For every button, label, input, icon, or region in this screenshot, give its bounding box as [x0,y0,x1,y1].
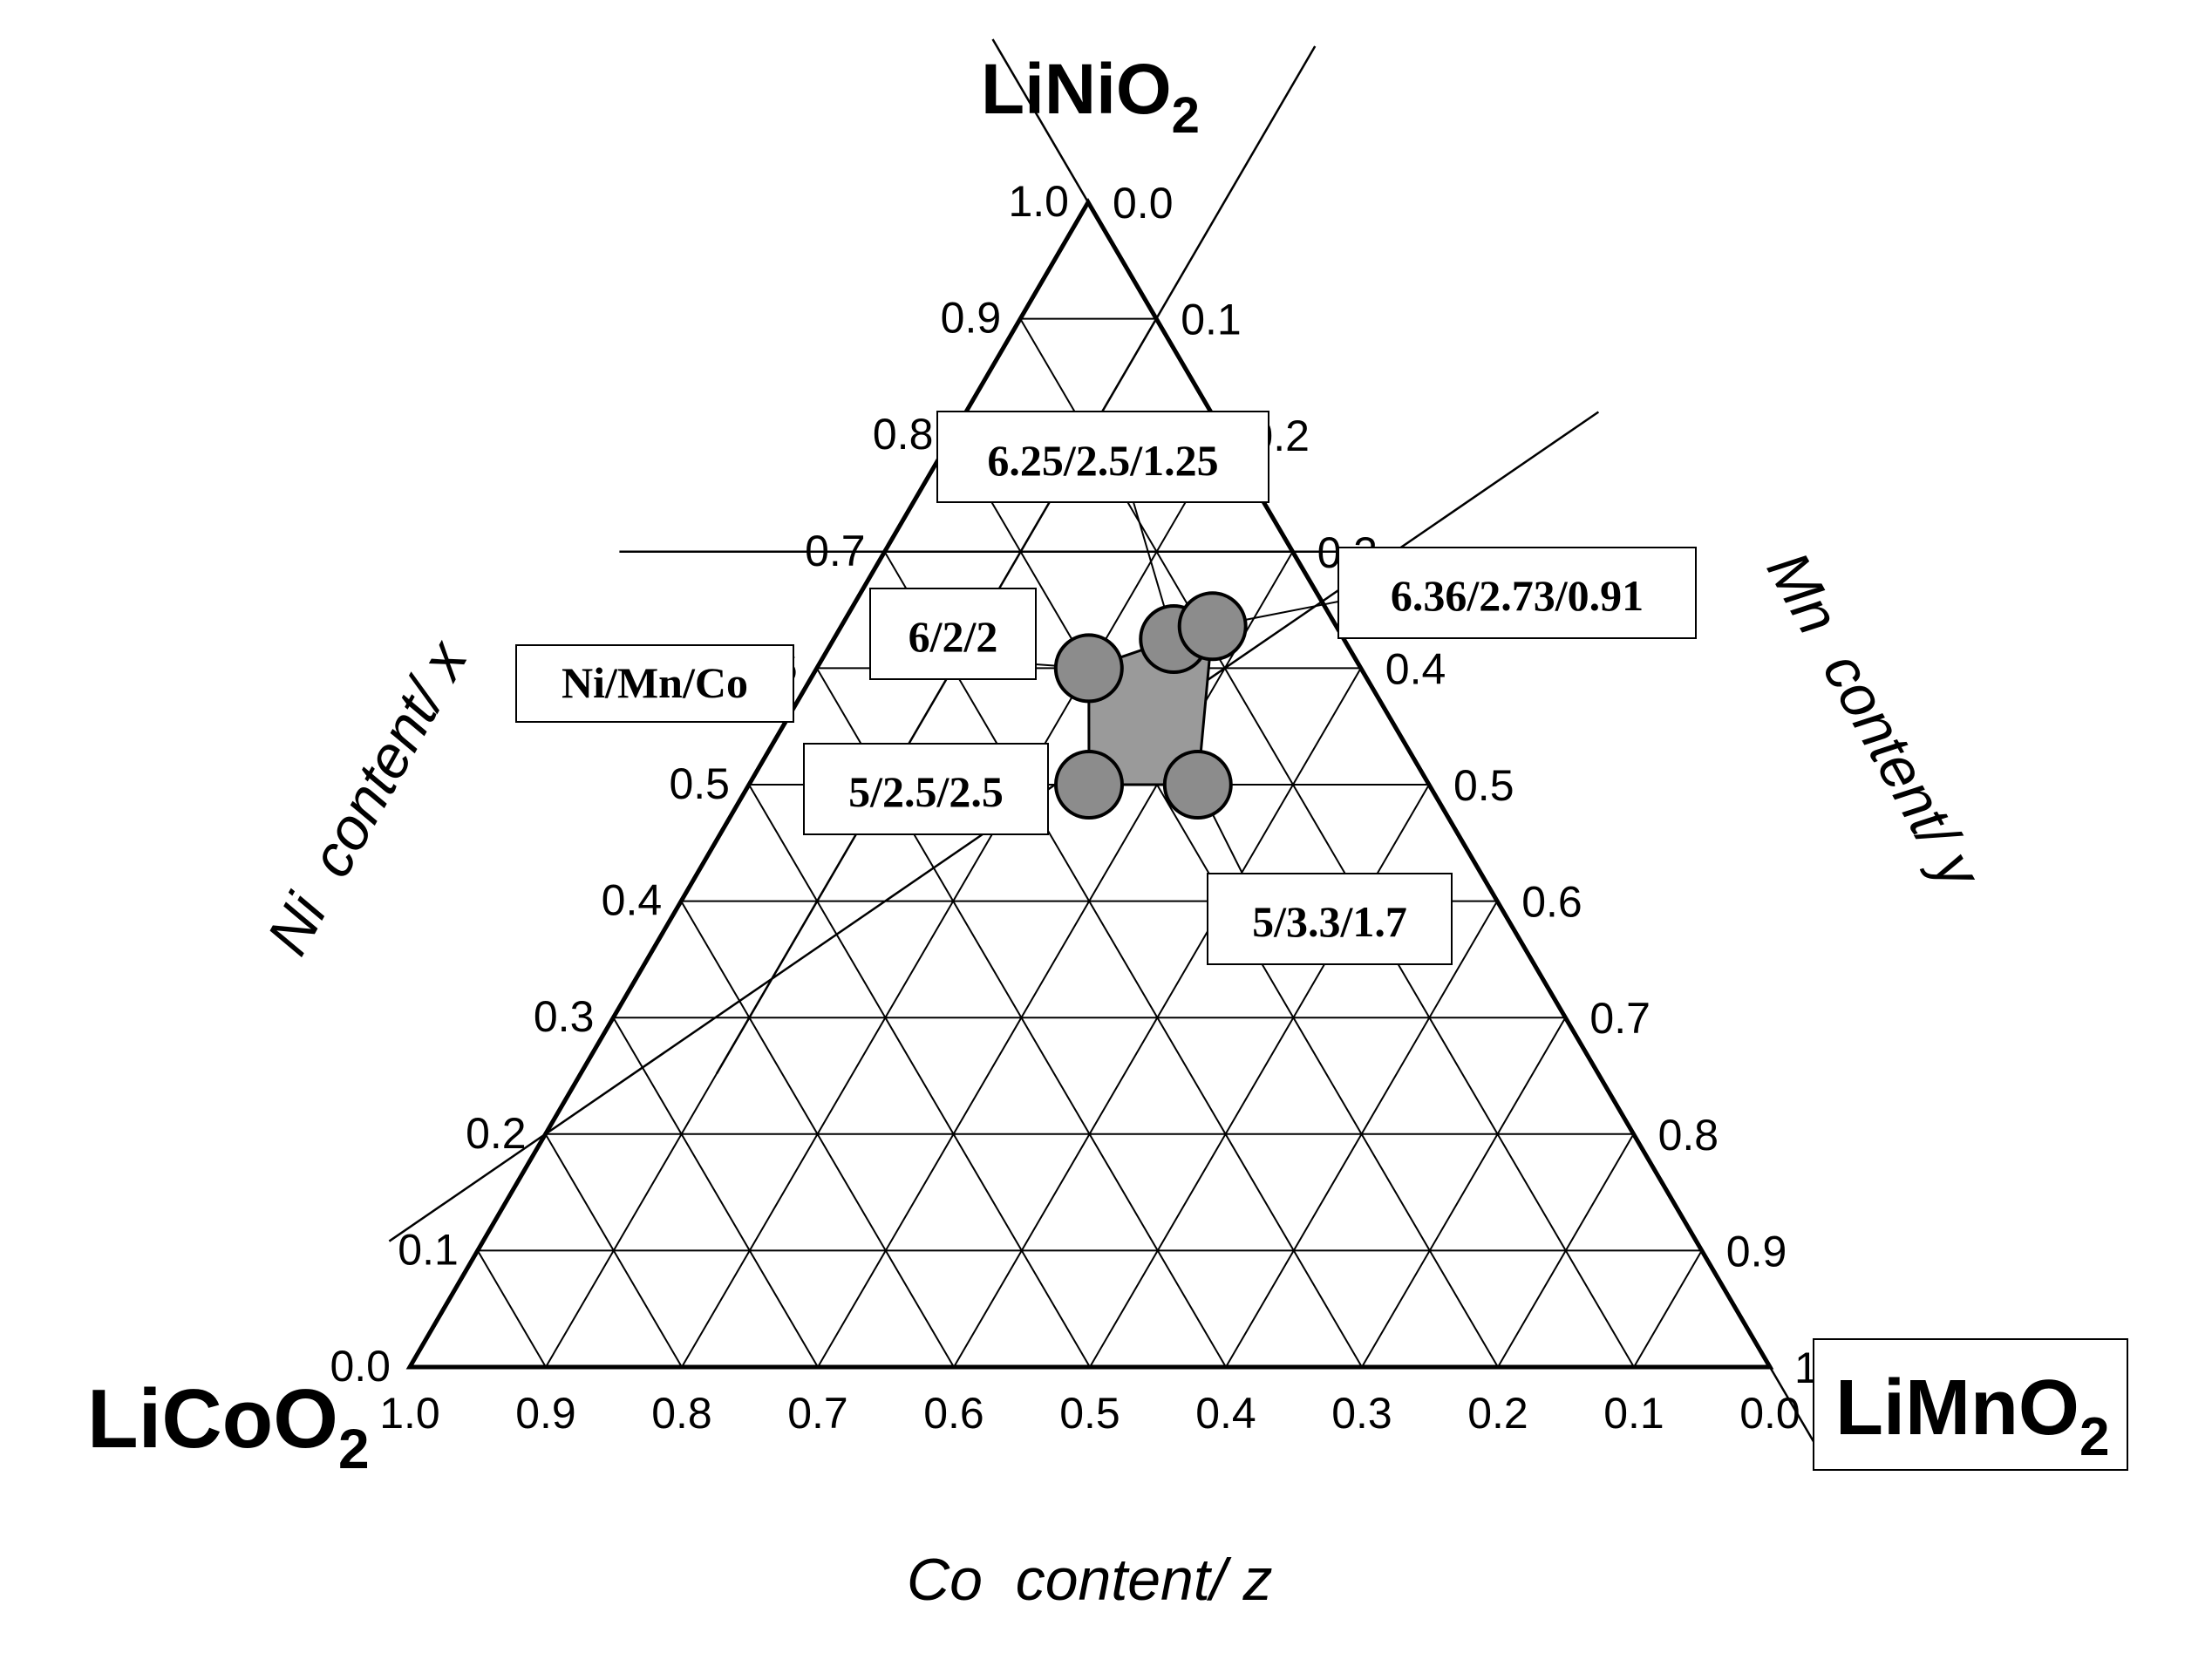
grid-line-co [883,551,1363,1368]
mn-tick-label: 0.8 [1658,1111,1719,1160]
composition-label-box [936,411,1269,503]
co-tick-label: 0.6 [923,1389,984,1438]
vertex-box-limno2 [1813,1338,2128,1471]
grid-line-co [612,1017,819,1368]
co-axis-title: Co content/ z [907,1547,1273,1613]
composition-marker [1162,750,1233,820]
triangle-outline [405,198,1774,1370]
mn-tick-label: 0.6 [1521,878,1582,927]
ni-tick-label: 1.0 [1008,177,1069,226]
mn-tick-label: 0.4 [1385,644,1446,693]
mn-axis-title: Mn content/ y [1754,541,1994,901]
grid-line-co [544,1133,683,1368]
ni-tick-label: 0.5 [669,759,730,808]
reference-line-mn-0.1 [715,45,1317,1074]
ni-tick-label: 0.1 [398,1225,459,1274]
mn-tick-label: 0.7 [1589,994,1650,1043]
co-tick-label: 0.8 [651,1389,712,1438]
co-tick-label: 0.4 [1195,1389,1256,1438]
composition-marker [1053,633,1124,704]
grid-line-mn [1089,784,1430,1368]
composition-label: 6.25/2.5/1.25 [987,436,1218,485]
co-tick-label: 0.2 [1467,1389,1528,1438]
vertex-label-limno2: LiMnO2 [1835,1364,2109,1467]
co-tick-label: 0.0 [1739,1389,1800,1438]
grid-line-co [748,784,1091,1368]
composition-label: 5/2.5/2.5 [848,767,1004,816]
composition-marker [1177,591,1248,662]
mn-tick-label: 0.0 [1113,179,1174,228]
composition-label-box [803,743,1049,835]
vertex-label-licoo2: LiCoO2 [87,1372,370,1480]
composition-marker [1054,750,1124,820]
co-tick-label: 0.9 [515,1389,576,1438]
ni-tick-label: 0.0 [330,1342,391,1391]
ni-tick-label: 0.9 [941,294,1002,343]
composition-label-box [1207,873,1453,965]
ni-axis-title: Ni content/ x [255,629,481,966]
grid-line-co [680,901,955,1368]
composition-label-boxes: 6.25/2.5/1.25 6.36/2.73/0.91 6/2/2 5/2.5/2.… [803,411,1697,965]
composition-label-box [1337,547,1697,639]
grid-line-mn [817,551,1294,1368]
co-tick-label: 0.3 [1331,1389,1392,1438]
composition-label: 6/2/2 [909,612,998,661]
composition-label: 5/3.3/1.7 [1252,897,1407,946]
co-tick-label: 0.7 [787,1389,848,1438]
ni-tick-label: 0.3 [534,992,595,1041]
composition-markers [1053,591,1248,820]
vertex-label-linio2: LiNiO2 [981,50,1200,144]
legend-box-label: Ni/Mn/Co [562,658,748,707]
ni-tick-label: 0.8 [873,410,934,459]
grid-line-mn [1225,901,1499,1368]
composition-label-box [869,588,1037,680]
composition-label: 6.36/2.73/0.91 [1391,571,1644,620]
ni-tick-label: 0.4 [602,876,663,925]
mn-tick-label: 0.9 [1726,1227,1787,1275]
mn-tick-label: 0.1 [1181,296,1242,344]
legend-box [515,644,794,723]
co-axis-ticks: 1.0 0.9 0.8 0.7 0.6 0.5 0.4 0.3 0.2 0.1 0.0 [379,1389,1800,1438]
co-tick-label: 0.5 [1059,1389,1120,1438]
ni-tick-label: 0.2 [466,1109,527,1158]
ni-tick-label: 0.7 [805,527,866,575]
grid-line-mn [1361,1017,1567,1368]
co-tick-label: 1.0 [379,1389,440,1438]
grid-line-mn [1497,1133,1635,1368]
mn-tick-label: 0.5 [1453,761,1514,810]
grid-line-co [476,1249,547,1368]
co-tick-label: 0.1 [1603,1389,1664,1438]
grid-line-mn [1633,1249,1703,1368]
